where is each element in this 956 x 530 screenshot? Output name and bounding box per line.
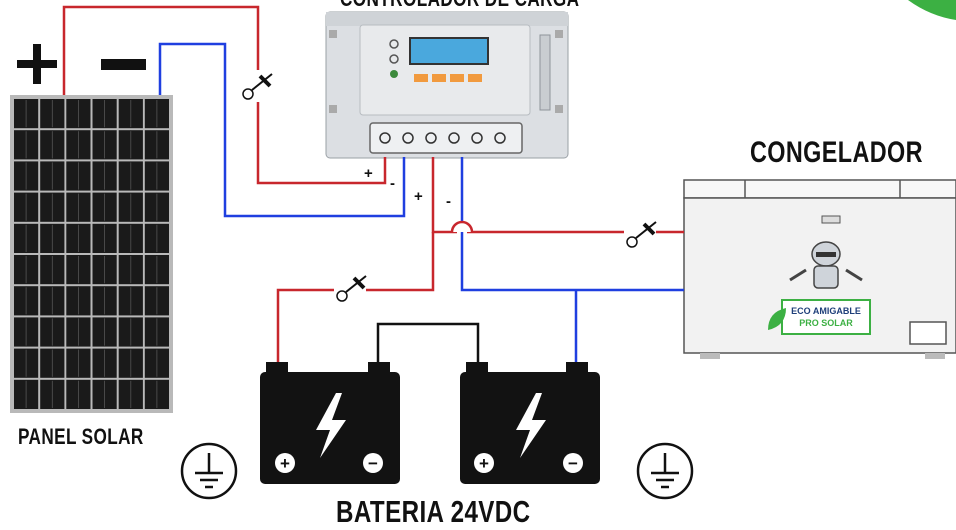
- fuse-switch-icon: [624, 218, 657, 250]
- battery-link-wire: [376, 322, 480, 368]
- wire-crossover: [450, 220, 474, 233]
- ground-icon: [636, 442, 694, 500]
- controller-plus-label: +: [414, 188, 423, 205]
- lcd-screen: [409, 37, 489, 65]
- negative-wires: [158, 42, 684, 368]
- controller-minus-label: -: [390, 175, 395, 192]
- controller-buttons: [414, 74, 482, 82]
- lightning-icon: [316, 393, 346, 458]
- battery-minus-label: −: [568, 454, 578, 473]
- panel-minus-sign: [101, 59, 146, 70]
- leaf-icon: [768, 308, 786, 330]
- charge-controller: [325, 11, 569, 159]
- panel-title: PANEL SOLAR: [18, 424, 144, 449]
- solar-panel: [10, 95, 173, 413]
- led-indicator: [389, 39, 399, 49]
- battery: [260, 362, 400, 484]
- fuse-switch-icon: [334, 272, 367, 304]
- controller-title: CONTROLADOR DE CARGA: [340, 0, 579, 12]
- robot-logo-icon: [789, 241, 863, 289]
- ground-icon: [180, 442, 238, 500]
- controller-plus-label: +: [364, 165, 373, 182]
- freezer-title: CONGELADOR: [750, 136, 923, 169]
- freezer-logo-text: PRO SOLAR: [799, 318, 853, 328]
- freezer-display: [909, 321, 947, 345]
- led-indicator: [390, 70, 398, 78]
- freezer: [683, 179, 956, 359]
- terminal-strip: [369, 122, 523, 154]
- lightning-icon: [516, 393, 546, 458]
- panel-plus-sign: [17, 44, 57, 84]
- battery: [460, 362, 600, 484]
- freezer-logo-box: [781, 299, 871, 335]
- led-indicator: [389, 54, 399, 64]
- green-corner-badge: [908, 0, 956, 20]
- freezer-logo-text: ECO AMIGABLE: [791, 306, 861, 316]
- battery-minus-label: −: [368, 454, 378, 473]
- battery-title: BATERIA 24VDC: [336, 494, 531, 529]
- fuse-switch-icon: [240, 70, 273, 102]
- battery-plus-label: +: [280, 454, 290, 473]
- battery-plus-label: +: [479, 454, 489, 473]
- controller-minus-label: -: [446, 193, 451, 210]
